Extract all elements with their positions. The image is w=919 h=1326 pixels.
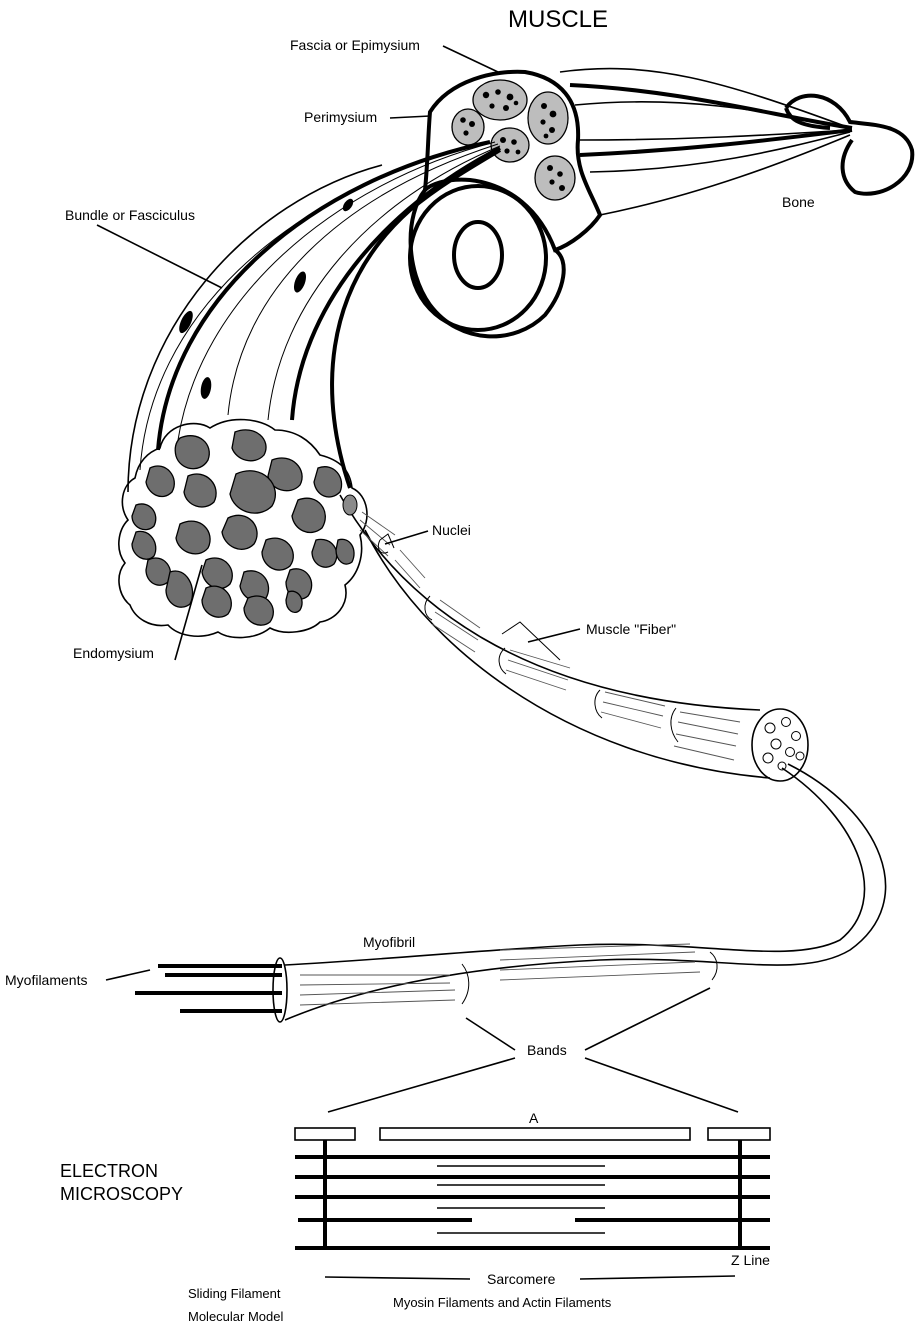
- label-model-line1: Sliding Filament: [188, 1286, 281, 1301]
- label-perimysium: Perimysium: [304, 109, 377, 125]
- muscle-fiber: [340, 495, 808, 781]
- label-a-band: A: [529, 1110, 539, 1126]
- fascicle: [535, 156, 575, 200]
- label-bundle: Bundle or Fasciculus: [65, 207, 195, 223]
- label-z-line: Z Line: [731, 1252, 770, 1268]
- fascicle: [528, 92, 568, 144]
- fasciculus-cross-section: [119, 420, 367, 638]
- label-sarcomere: Sarcomere: [487, 1271, 556, 1287]
- label-muscle-fiber: Muscle "Fiber": [586, 621, 676, 637]
- diagram-title: MUSCLE: [508, 6, 608, 33]
- label-fascia: Fascia or Epimysium: [290, 37, 420, 53]
- fascicle: [473, 80, 527, 120]
- label-nuclei: Nuclei: [432, 522, 471, 538]
- label-myofibril: Myofibril: [363, 934, 415, 950]
- fascicle: [491, 128, 529, 162]
- fascicle: [452, 109, 484, 145]
- label-endomysium: Endomysium: [73, 645, 154, 661]
- a-band: [380, 1128, 690, 1140]
- myofibril: [135, 764, 886, 1022]
- label-bone: Bone: [782, 194, 815, 210]
- label-filaments: Myosin Filaments and Actin Filaments: [393, 1295, 612, 1310]
- sarcomere-diagram: [295, 988, 770, 1279]
- bone: [786, 96, 912, 194]
- i-band-right: [708, 1128, 770, 1140]
- label-model-line2: Molecular Model: [188, 1309, 283, 1324]
- leader-lines: [97, 46, 580, 980]
- label-myofilaments: Myofilaments: [5, 972, 87, 988]
- label-electron-line2: MICROSCOPY: [60, 1184, 183, 1204]
- i-band-left: [295, 1128, 355, 1140]
- label-bands: Bands: [527, 1042, 567, 1058]
- muscle-cross-section: [410, 69, 912, 337]
- label-electron-line1: ELECTRON: [60, 1161, 158, 1181]
